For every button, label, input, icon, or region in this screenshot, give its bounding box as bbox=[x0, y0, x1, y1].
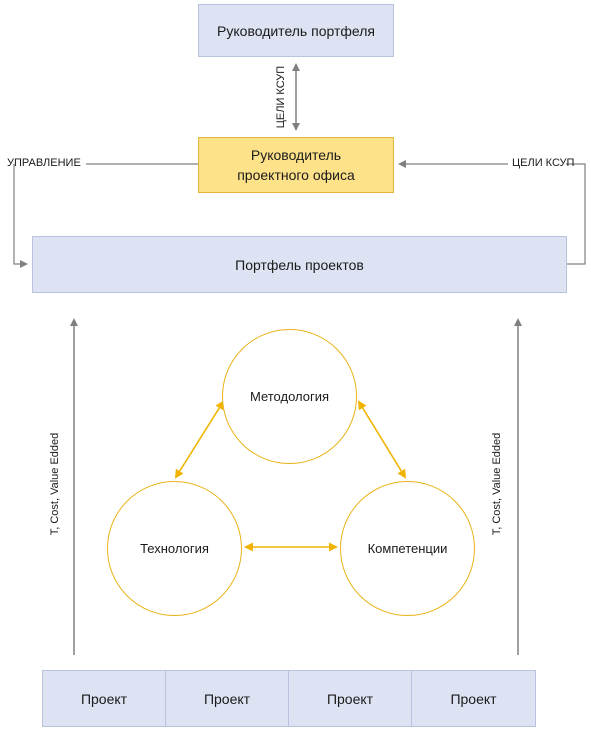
pmo-manager-box: Руководитель проектного офиса bbox=[198, 137, 394, 193]
pmo-manager-line2: проектного офиса bbox=[237, 167, 355, 183]
arrow-methodology-competencies bbox=[357, 400, 407, 479]
management-label: УПРАВЛЕНИЕ bbox=[7, 157, 81, 169]
pmo-manager-line1: Руководитель bbox=[250, 147, 342, 163]
goals-right-connector bbox=[566, 163, 586, 265]
methodology-label: Методология bbox=[249, 389, 330, 404]
project-label: Проект bbox=[326, 690, 374, 707]
goals-vertical-label: ЦЕЛИ КСУП bbox=[275, 65, 287, 129]
project-label: Проект bbox=[203, 690, 251, 707]
technology-label: Технология bbox=[140, 541, 209, 556]
management-to-portfolio-connector bbox=[13, 164, 28, 268]
metrics-left-label: T, Cost, Value Edded bbox=[49, 432, 61, 536]
project-label: Проект bbox=[450, 690, 497, 707]
competencies-circle: Компетенции bbox=[340, 481, 475, 616]
project-box-1: Проект bbox=[42, 670, 166, 727]
goals-right-label: ЦЕЛИ КСУП bbox=[512, 157, 575, 169]
project-box-2: Проект bbox=[165, 670, 289, 727]
arrow-methodology-technology bbox=[174, 400, 225, 479]
competencies-label: Компетенции bbox=[367, 541, 448, 556]
project-box-3: Проект bbox=[288, 670, 412, 727]
portfolio-manager-label: Руководитель портфеля bbox=[217, 22, 375, 39]
project-box-4: Проект bbox=[411, 670, 536, 727]
project-portfolio-box: Портфель проектов bbox=[32, 236, 567, 293]
project-portfolio-label: Портфель проектов bbox=[235, 256, 364, 273]
methodology-circle: Методология bbox=[222, 329, 357, 464]
project-label: Проект bbox=[80, 690, 128, 707]
portfolio-manager-box: Руководитель портфеля bbox=[198, 4, 394, 57]
technology-circle: Технология bbox=[107, 481, 242, 616]
metrics-right-label: T, Cost, Value Edded bbox=[491, 432, 503, 536]
